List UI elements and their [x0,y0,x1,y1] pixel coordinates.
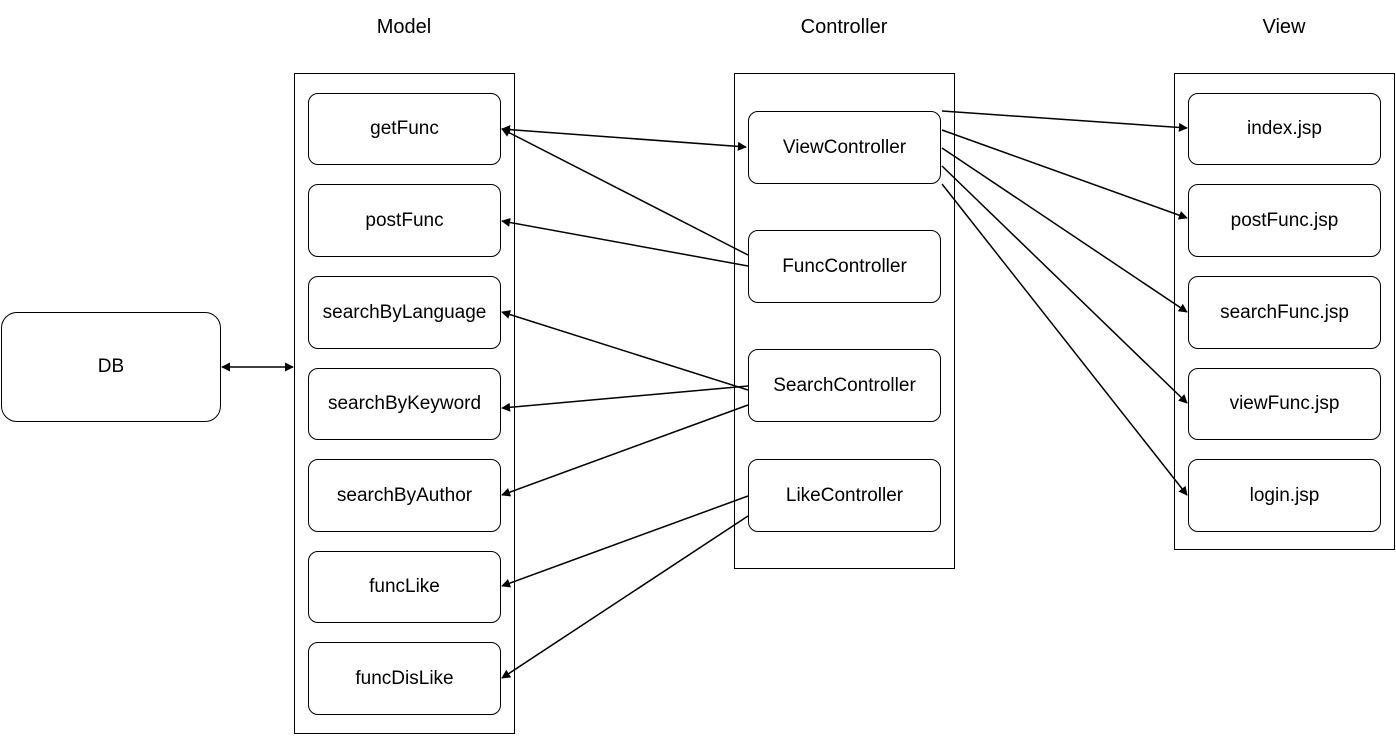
view-node-index-jsp[interactable]: index.jsp [1188,93,1381,165]
view-node-viewfunc-jsp[interactable]: viewFunc.jsp [1188,368,1381,440]
model-node-label: funcLike [369,576,440,597]
controller-node-searchcontroller[interactable]: SearchController [748,349,941,422]
controller-node-label: LikeController [785,484,904,506]
model-node-funcdislike[interactable]: funcDisLike [308,642,501,715]
db-label: DB [97,356,125,377]
model-node-getfunc[interactable]: getFunc [308,93,501,165]
edge-funccontroller-postfunc [501,218,749,267]
edge-viewcontroller-login-jsp [941,183,1188,496]
view-node-login-jsp[interactable]: login.jsp [1188,459,1381,532]
controller-node-label: FuncController [782,255,907,277]
controller-node-likecontroller[interactable]: LikeController [748,459,941,532]
view-node-label: postFunc.jsp [1230,209,1339,231]
view-column-title: View [1262,16,1306,38]
model-column-title: Model [376,16,432,38]
edge-viewcontroller-viewfunc-jsp [941,165,1188,404]
model-node-searchbykeyword[interactable]: searchByKeyword [308,368,501,440]
edge-searchcontroller-searchbylanguage [501,310,749,391]
edge-likecontroller-funcdislike [501,515,749,679]
edge-viewcontroller-postfunc-jsp [941,129,1188,220]
db-node[interactable]: DB [1,312,221,422]
model-node-label: funcDisLike [355,667,454,689]
model-node-postfunc[interactable]: postFunc [308,184,501,257]
model-node-label: searchByLanguage [322,301,487,323]
model-node-label: searchByAuthor [336,484,473,506]
controller-node-viewcontroller[interactable]: ViewController [748,111,941,184]
controller-column-title: Controller [800,16,888,38]
controller-node-label: ViewController [782,136,907,158]
model-node-label: postFunc [365,209,444,231]
controller-node-funccontroller[interactable]: FuncController [748,230,941,303]
edge-viewcontroller-searchfunc-jsp [941,147,1188,313]
view-node-label: searchFunc.jsp [1220,301,1349,323]
view-node-label: login.jsp [1249,484,1320,506]
view-node-label: index.jsp [1247,118,1322,139]
model-node-label: searchByKeyword [327,393,482,414]
model-node-searchbylanguage[interactable]: searchByLanguage [308,276,501,349]
edge-likecontroller-funclike [501,495,749,588]
edge-funccontroller-getfunc [501,128,749,256]
model-node-searchbyauthor[interactable]: searchByAuthor [308,459,501,532]
view-node-searchfunc-jsp[interactable]: searchFunc.jsp [1188,276,1381,349]
controller-node-label: SearchController [773,374,916,396]
edge-searchcontroller-searchbykeyword [501,385,749,412]
edge-getfunc-viewcontroller [501,125,747,151]
edge-viewcontroller-index-jsp [941,110,1188,132]
view-node-label: viewFunc.jsp [1229,393,1340,414]
model-node-label: getFunc [370,118,439,139]
model-node-funclike[interactable]: funcLike [308,551,501,623]
edge-searchcontroller-searchbyauthor [501,404,749,497]
view-node-postfunc-jsp[interactable]: postFunc.jsp [1188,184,1381,257]
